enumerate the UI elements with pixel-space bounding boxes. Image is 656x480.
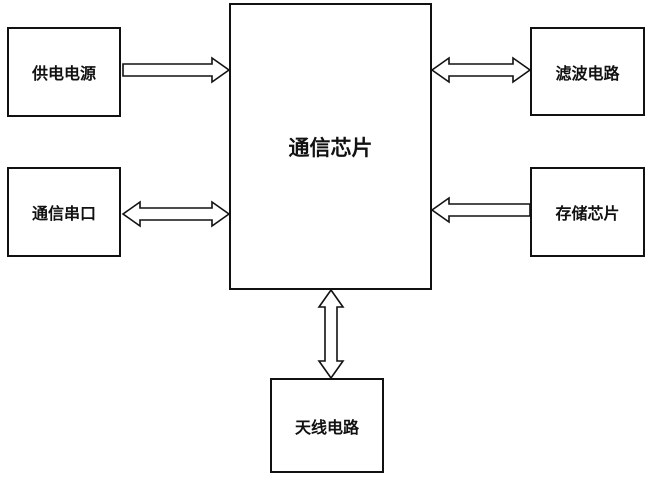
chip-antenna-double-arrow — [317, 288, 345, 380]
power-to-chip-arrow — [122, 56, 231, 84]
serial-chip-double-arrow — [121, 200, 231, 228]
chip-filter-double-arrow — [430, 56, 532, 84]
storage-to-chip-arrow — [430, 196, 531, 224]
